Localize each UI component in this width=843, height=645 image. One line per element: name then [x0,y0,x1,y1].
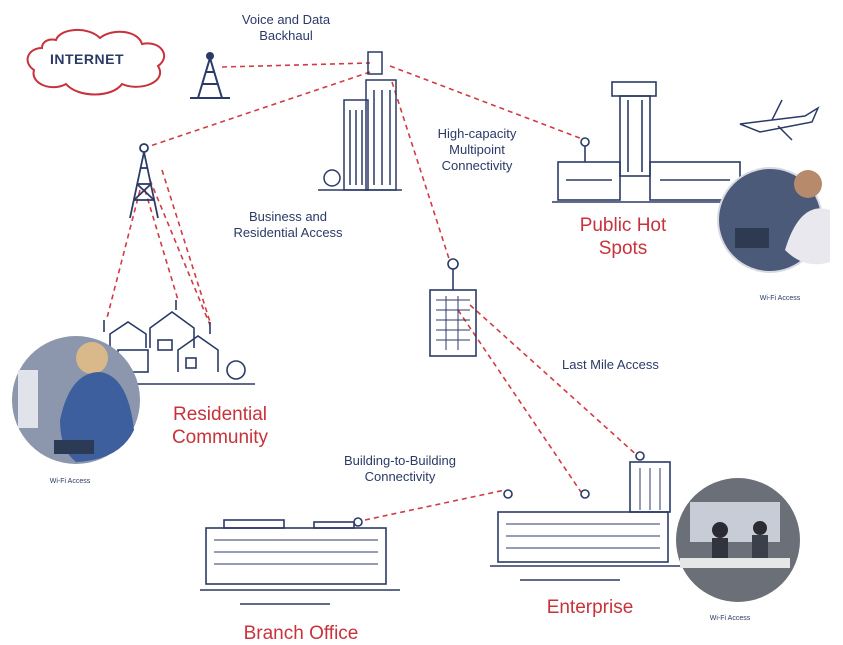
branch-title: Branch Office [243,623,359,644]
wireless-links [106,62,641,521]
branch-office-icon [200,517,400,605]
internet-label: INTERNET [50,51,124,67]
access-tower-icon [129,143,159,219]
backhaul-label: Voice and Data Backhaul [241,12,331,43]
wifi-enterprise-caption: Wi-Fi Access [709,615,751,622]
link-tower [149,71,371,147]
central-building-icon [318,51,402,191]
wifi-hotspot-caption: Wi-Fi Access [759,295,801,302]
multipoint-label: High-capacity Multipoint Connectivity [437,126,517,173]
link-multipoint [391,81,453,269]
airport-icon [552,81,745,203]
residential-title: Residential Community [171,404,269,448]
relay-building-icon [429,258,477,357]
photo-office [676,478,800,602]
internet-cloud-icon [26,29,165,96]
link-backhaul [221,62,371,68]
photo-resident [12,336,140,464]
link-house-3 [149,179,211,326]
access-label: Business and Residential Access [233,209,343,240]
link-enterprise-1 [469,304,641,459]
link-enterprise-2 [457,309,584,496]
link-house-2 [144,189,179,301]
enterprise-building-icon [490,451,680,581]
link-b2b [364,489,506,521]
photo-traveler [717,167,830,273]
airplane-icon [739,99,820,141]
enterprise-title: Enterprise [546,597,634,618]
link-house-4 [161,169,211,323]
last-mile-label: Last Mile Access [562,357,659,372]
wifi-residential-caption: Wi-Fi Access [49,478,91,485]
link-house-1 [106,189,141,319]
link-hotspot [389,65,586,141]
b2b-label: Building-to-Building Connectivity [343,453,456,484]
hotspots-title: Public Hot Spots [579,215,667,259]
backhaul-tower-icon [190,52,230,99]
